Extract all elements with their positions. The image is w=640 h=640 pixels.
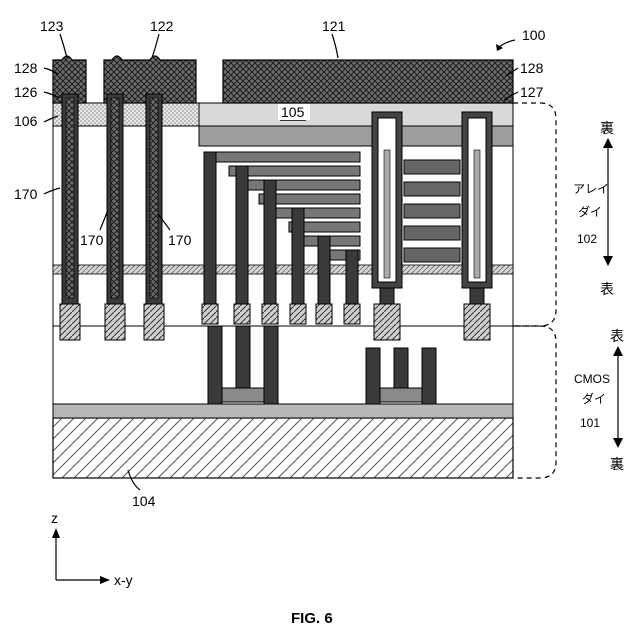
channel-pad-2: [464, 304, 490, 340]
cmos-front-label: 表: [610, 328, 624, 344]
channel-pad-1: [374, 304, 400, 340]
substrate-104: [53, 418, 513, 478]
through-contact-2: [107, 94, 123, 304]
label-123: 123: [40, 18, 64, 34]
array-die-name-2: ダイ: [578, 204, 602, 219]
through-contact-3: [146, 94, 162, 304]
label-128-left: 128: [14, 60, 38, 76]
array-front-label: 表: [600, 281, 614, 297]
label-104: 104: [132, 493, 156, 509]
label-170-left: 170: [14, 186, 38, 202]
array-die-arrow: [603, 138, 613, 266]
channel-structure-2: [462, 112, 492, 288]
label-106: 106: [14, 113, 38, 129]
label-122: 122: [150, 18, 174, 34]
figure-title: FIG. 6: [291, 610, 333, 627]
label-170-right: 170: [168, 232, 192, 248]
axis-z-label: z: [51, 510, 58, 526]
array-back-label: 裏: [600, 120, 614, 136]
array-die-bracket: [513, 103, 556, 326]
device-layer-cmos: [53, 404, 513, 418]
cmos-die-name-1: CMOS: [574, 372, 610, 386]
label-105: 105: [281, 104, 305, 120]
through-contact-1: [62, 94, 78, 304]
bond-pads-left: [60, 304, 164, 340]
label-126: 126: [14, 84, 38, 100]
array-die-name-1: アレイ: [573, 182, 609, 196]
cmos-back-label: 裏: [610, 456, 624, 472]
label-127: 127: [520, 84, 544, 100]
label-128-right: 128: [520, 60, 544, 76]
cmos-die-name-2: ダイ: [582, 391, 606, 406]
cmos-die-arrow: [613, 346, 623, 448]
axes-indicator: [52, 528, 110, 584]
channel-contact-2: [470, 288, 484, 304]
array-die-ref: 102: [577, 232, 597, 246]
pad-121: [223, 60, 513, 103]
label-121: 121: [322, 18, 346, 34]
cmos-die-ref: 101: [580, 416, 600, 430]
label-170-mid: 170: [80, 232, 104, 248]
cmos-die-bracket: [513, 326, 556, 478]
channel-contact-1: [380, 288, 394, 304]
label-device-100: 100: [522, 27, 546, 43]
channel-structure-1: [372, 112, 402, 288]
axis-xy-label: x-y: [114, 572, 133, 588]
